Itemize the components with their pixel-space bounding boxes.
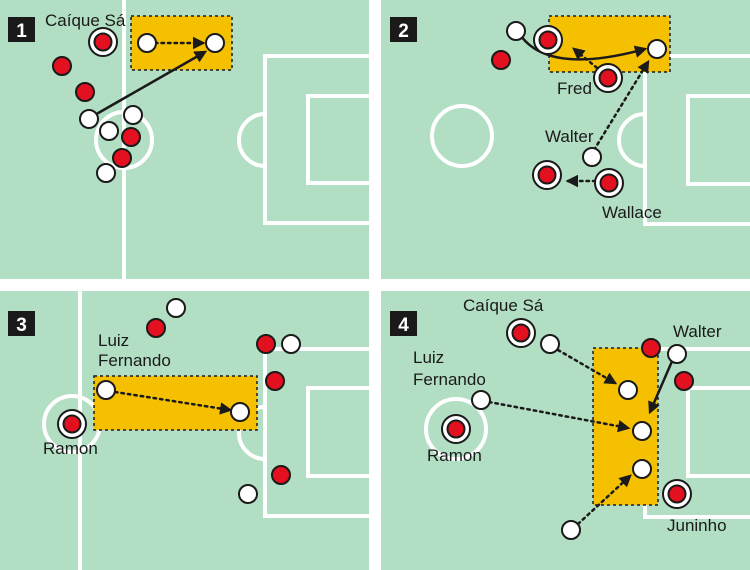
player-label: Juninho: [667, 516, 727, 535]
player-white: [238, 484, 258, 504]
player-white: [561, 520, 581, 540]
player-white: [647, 39, 667, 59]
panel-badge-2: 2: [390, 17, 417, 42]
player-red: [146, 318, 166, 338]
player-red: [538, 30, 558, 50]
players-1: [52, 27, 225, 183]
run-arrow: [519, 35, 648, 61]
pitch-lines-2: [430, 54, 750, 226]
run-arrow: [92, 50, 208, 118]
player-red: [256, 334, 276, 354]
player-red: [52, 56, 72, 76]
player-white: [667, 344, 687, 364]
player-label: Walter: [545, 127, 594, 146]
player-label: Wallace: [602, 203, 662, 222]
player-white: [123, 105, 143, 125]
player-white: [471, 390, 491, 410]
player-white: [281, 334, 301, 354]
player-label: Caíque Sá: [45, 11, 126, 30]
player-label: Luiz: [98, 331, 129, 350]
player-red: [75, 82, 95, 102]
player-red: [62, 414, 82, 434]
player-label: Caíque Sá: [463, 296, 544, 315]
player-label: Ramon: [43, 439, 98, 458]
player-red: [121, 127, 141, 147]
panel-number: 2: [398, 21, 409, 42]
panel-number: 1: [16, 21, 27, 42]
arrows-1: [92, 36, 208, 118]
player-red: [446, 419, 466, 439]
panel-badge-3: 3: [8, 311, 35, 336]
player-label: Luiz: [413, 348, 444, 367]
player-white: [506, 21, 526, 41]
player-white: [99, 121, 119, 141]
player-white: [79, 109, 99, 129]
panel-number: 3: [16, 315, 27, 336]
player-red: [271, 465, 291, 485]
player-white: [540, 334, 560, 354]
panel-badge-1: 1: [8, 17, 35, 42]
player-white: [166, 298, 186, 318]
player-white: [632, 421, 652, 441]
player-red: [537, 165, 557, 185]
player-white: [205, 33, 225, 53]
arrows-3: [113, 390, 233, 415]
run-arrow: [648, 358, 675, 415]
player-label: Fred: [557, 79, 592, 98]
panel-3: Luiz Fernando Ramon 3: [0, 291, 369, 570]
player-white: [632, 459, 652, 479]
player-white: [582, 147, 602, 167]
player-red: [674, 371, 694, 391]
player-red: [491, 50, 511, 70]
player-red: [641, 338, 661, 358]
zone-3: [93, 375, 258, 431]
player-red: [599, 173, 619, 193]
player-label: Fernando: [98, 351, 171, 370]
players-3: [57, 298, 301, 504]
player-red: [265, 371, 285, 391]
player-red: [667, 484, 687, 504]
pass-arrow: [576, 474, 632, 526]
player-white: [137, 33, 157, 53]
panel-badge-4: 4: [390, 311, 417, 336]
player-white: [618, 380, 638, 400]
player-label: Ramon: [427, 446, 482, 465]
player-label: Fernando: [413, 370, 486, 389]
player-white: [230, 402, 250, 422]
pass-arrow: [556, 348, 618, 385]
players-2: [491, 21, 667, 198]
player-red: [598, 68, 618, 88]
player-red: [112, 148, 132, 168]
panel-4: Caíque Sá Walter Luiz Fernando Ramon Jun…: [381, 291, 750, 570]
pass-arrow: [113, 390, 233, 415]
players-4: [441, 318, 694, 540]
player-white: [96, 163, 116, 183]
panel-2: Fred Walter Wallace 2: [381, 0, 750, 279]
player-red: [93, 32, 113, 52]
panel-1: Caíque Sá 1: [0, 0, 369, 279]
player-red: [511, 323, 531, 343]
player-white: [96, 380, 116, 400]
player-label: Walter: [673, 322, 722, 341]
arrows-4: [487, 348, 675, 526]
panel-number: 4: [398, 315, 409, 336]
pass-arrow: [592, 59, 650, 152]
pass-arrow: [487, 400, 631, 433]
